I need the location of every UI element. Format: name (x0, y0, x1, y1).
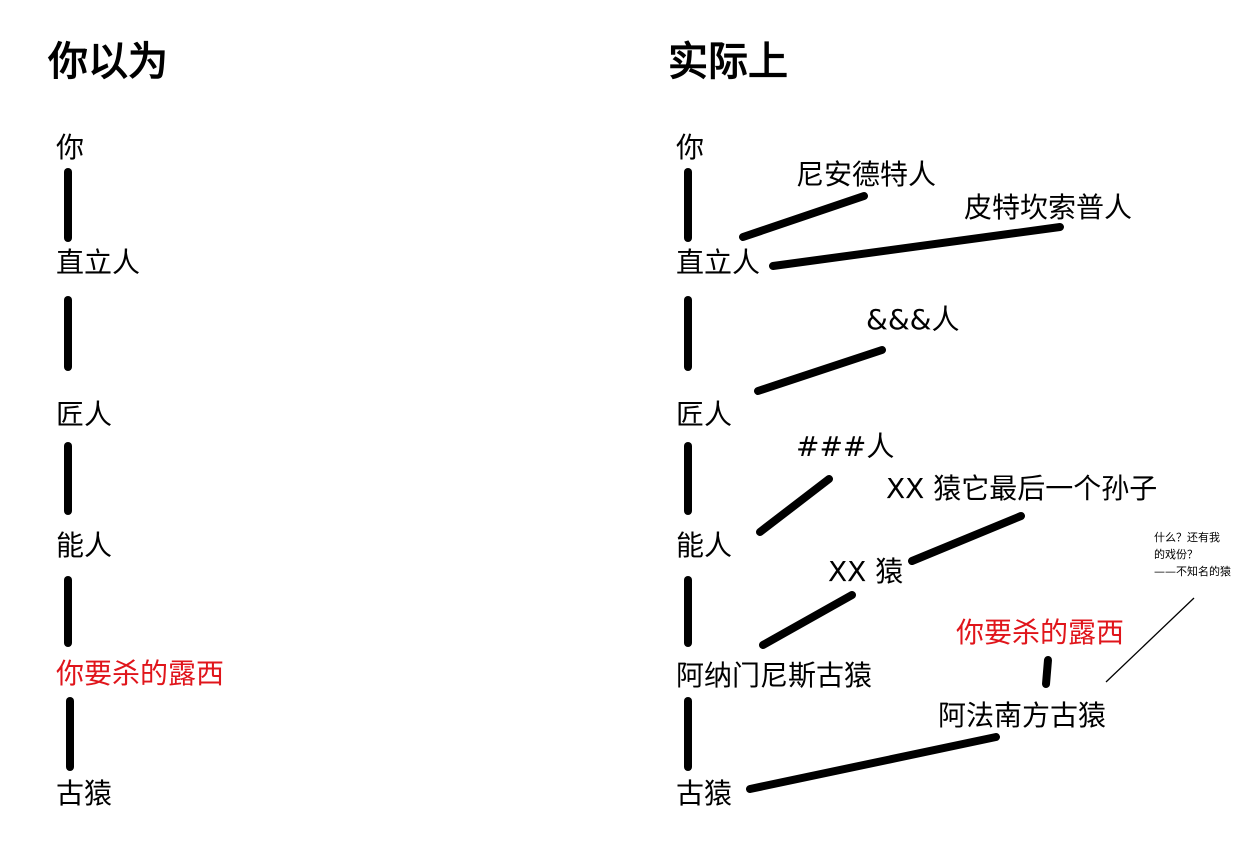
heading-actually: 实际上 (668, 39, 788, 85)
right-node-ergaster: 匠人 (676, 398, 733, 431)
note-pointer (1105, 597, 1195, 683)
branch-afarensis (746, 733, 1000, 793)
right-node-erectus: 直立人 (676, 246, 761, 279)
heading-you-think: 你以为 (48, 39, 168, 85)
right-node-amp-human: &&&人 (866, 303, 960, 336)
right-node-ape: 古猿 (676, 777, 733, 810)
note-line-1: 什么？还有我 (1154, 531, 1220, 544)
branch-amp-human (754, 346, 886, 395)
branch-hash-human (756, 475, 833, 536)
branch-pithecanthropus (769, 223, 1064, 270)
right-node-neanderthal: 尼安德特人 (796, 158, 937, 191)
right-node-you: 你 (676, 131, 705, 164)
right-node-habilis: 能人 (676, 529, 733, 562)
left-node-you: 你 (56, 131, 85, 164)
right-node-hash-human: ###人 (796, 430, 895, 463)
right-node-xx-ape: XX 猿 (828, 555, 904, 588)
branch-xx-ape (759, 591, 856, 649)
right-node-afarensis: 阿法南方古猿 (938, 699, 1107, 732)
note-line-3: ——不知名的猿 (1154, 565, 1231, 579)
note-line-2: 的戏份？ (1154, 548, 1198, 562)
left-node-lucy: 你要杀的露西 (56, 657, 225, 690)
right-node-anamensis: 阿纳门尼斯古猿 (676, 659, 873, 692)
right-node-lucy: 你要杀的露西 (956, 616, 1125, 649)
branch-neanderthal (739, 192, 868, 241)
unknown-ape-note: 什么？还有我 的戏份？ ——不知名的猿 (1154, 529, 1231, 580)
left-node-ergaster: 匠人 (56, 398, 113, 431)
branch-lucy (1042, 656, 1052, 688)
left-node-habilis: 能人 (56, 529, 113, 562)
left-node-ape: 古猿 (56, 777, 113, 810)
branch-xx-grandchild (908, 512, 1025, 565)
right-node-pithecanthropus: 皮特坎索普人 (964, 191, 1133, 224)
right-node-xx-grandchild: XX 猿它最后一个孙子 (886, 472, 1158, 505)
left-node-erectus: 直立人 (56, 246, 141, 279)
